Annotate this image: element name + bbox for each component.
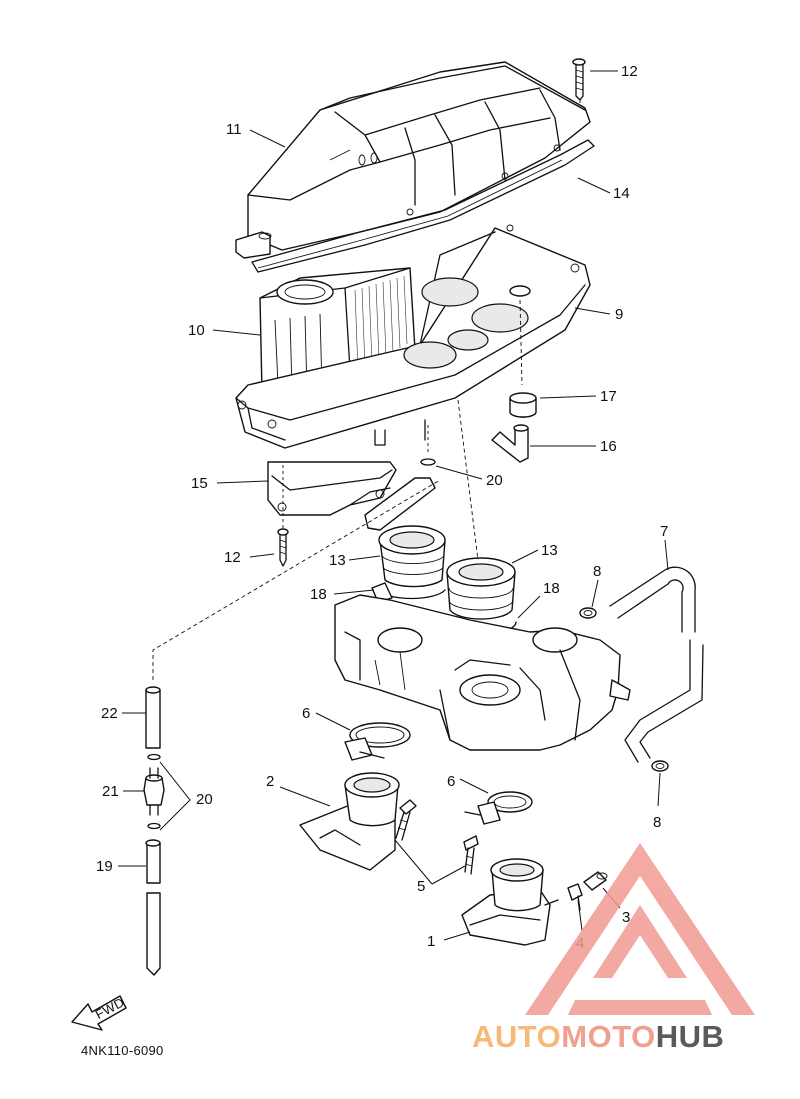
callout-12-top: 12 — [621, 63, 638, 80]
callout-15: 15 — [191, 475, 208, 492]
air-filter-case-cap-11 — [235, 61, 591, 259]
air-filter-case-9 — [235, 224, 591, 449]
callout-18-left: 18 — [310, 586, 327, 603]
callout-13-right: 13 — [541, 542, 558, 559]
carburetor-assembly — [334, 594, 631, 751]
callout-18-right: 18 — [543, 580, 560, 597]
callout-10: 10 — [188, 322, 205, 339]
hose-clamp-8-bottom — [651, 760, 669, 772]
clamp-20-upper — [147, 753, 161, 761]
screw-12-bottom — [277, 465, 289, 567]
watermark-triangle-icon — [525, 843, 755, 1015]
gasket-14 — [251, 139, 595, 273]
forward-arrow-icon: FWD — [71, 994, 127, 1031]
watermark-auto: AUTO — [472, 1019, 561, 1054]
callout-12-bottom: 12 — [224, 549, 241, 566]
callout-20-left: 20 — [196, 791, 213, 808]
callout-8-bottom: 8 — [653, 814, 661, 831]
bracket-15 — [267, 461, 436, 531]
carburetor-joint-2 — [299, 772, 400, 871]
screw-12-top — [572, 58, 586, 110]
clip-4 — [567, 883, 583, 911]
leader-lines — [118, 70, 669, 941]
callout-8-top: 8 — [593, 563, 601, 580]
hose-19 — [145, 839, 161, 976]
hose-clamp-8-top — [579, 607, 597, 619]
callout-7: 7 — [660, 523, 668, 540]
callout-13-left: 13 — [329, 552, 346, 569]
callout-22: 22 — [101, 705, 118, 722]
bolt-5-lower — [463, 835, 479, 875]
callout-11: 11 — [226, 121, 242, 138]
carburetor-joint-1 — [461, 858, 559, 946]
callout-21: 21 — [102, 783, 119, 800]
callout-3: 3 — [622, 909, 630, 926]
clamp-20-mid — [420, 425, 436, 466]
clamp-20-lower — [147, 822, 161, 830]
callout-20-mid: 20 — [486, 472, 503, 489]
callout-1: 1 — [427, 933, 435, 950]
watermark-hub: HUB — [656, 1019, 725, 1054]
fuel-hose-7 — [609, 566, 704, 763]
watermark-moto: MOTO — [561, 1019, 655, 1054]
callout-2: 2 — [266, 773, 274, 790]
cap-3 — [583, 871, 608, 891]
hose-22 — [145, 479, 441, 749]
callout-6-left: 6 — [302, 705, 310, 722]
bolt-5-upper — [395, 799, 417, 841]
hose-elbow-16 — [491, 424, 529, 463]
callout-9: 9 — [615, 306, 623, 323]
diagram-code: 4NK110-6090 — [81, 1043, 164, 1058]
hose-clamp-6-middle — [464, 791, 533, 825]
joint-13-right — [446, 399, 516, 620]
callout-5: 5 — [417, 878, 425, 895]
valve-21 — [143, 767, 165, 816]
grommet-17 — [509, 392, 537, 418]
callout-14: 14 — [613, 185, 630, 202]
callout-6-middle: 6 — [447, 773, 455, 790]
callout-17: 17 — [600, 388, 617, 405]
callout-19: 19 — [96, 858, 113, 875]
callouts: 12 11 14 10 9 17 16 15 20 12 13 13 7 18 … — [96, 63, 668, 952]
joint-13-left — [378, 525, 446, 588]
watermark-text: AUTOMOTOHUB — [472, 1019, 724, 1054]
hose-clamp-6-left — [344, 722, 411, 761]
watermark-logo — [525, 843, 755, 1015]
callout-16: 16 — [600, 438, 617, 455]
